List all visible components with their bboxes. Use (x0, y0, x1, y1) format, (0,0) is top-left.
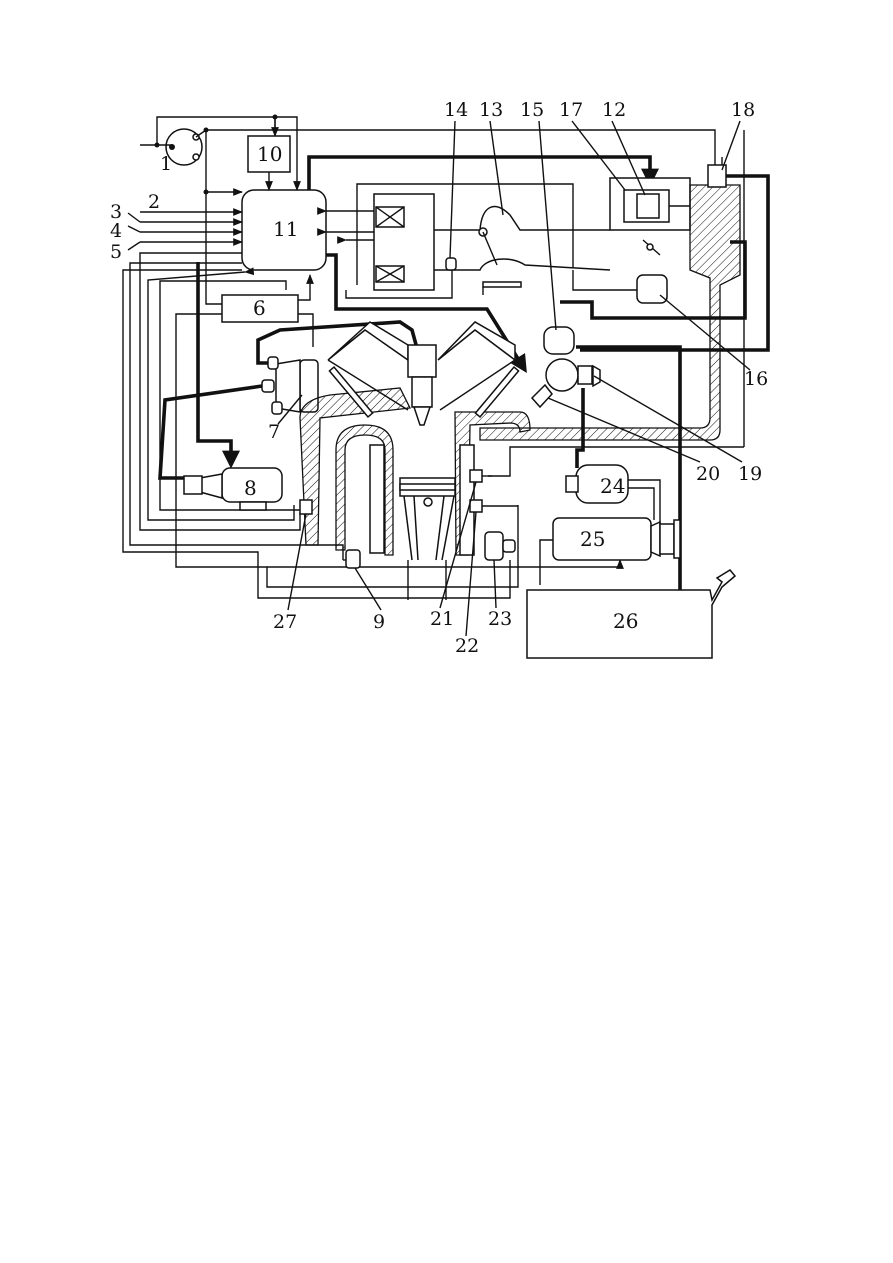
label-7: 7 (268, 421, 280, 443)
label-16: 16 (744, 368, 768, 390)
wiring-top (156, 114, 745, 477)
label-2: 2 (148, 191, 160, 213)
label-21: 21 (430, 608, 454, 630)
engine-block (299, 321, 531, 600)
block-6: 6 (221, 294, 299, 323)
label-3: 3 (110, 201, 122, 223)
label-4: 4 (110, 220, 122, 242)
label-17: 17 (559, 99, 583, 121)
label-1: 1 (160, 153, 172, 175)
throttle-assembly: 14 13 (317, 99, 637, 299)
fuel-pump-25: 25 (552, 517, 681, 561)
fuel-regulator: 20 19 (530, 120, 762, 590)
label-8: 8 (244, 476, 257, 500)
label-10: 10 (257, 142, 282, 166)
label-12: 12 (602, 99, 626, 121)
intake-collector: 15 17 12 (479, 99, 741, 441)
label-20: 20 (696, 463, 720, 485)
ignition-coil-8: 8 (183, 467, 283, 511)
fuel-tank-26: 26 (526, 569, 737, 659)
block-10: 10 (247, 135, 291, 173)
label-18: 18 (731, 99, 755, 121)
engine-sensors: 27 9 21 23 22 (273, 469, 518, 657)
ecu-output-lines (196, 155, 659, 469)
label-26: 26 (613, 609, 638, 633)
label-24: 24 (600, 474, 625, 498)
label-23: 23 (488, 608, 512, 630)
label-19: 19 (738, 463, 762, 485)
label-13: 13 (479, 99, 503, 121)
ecu-input-lines: 2 3 4 5 (110, 191, 243, 263)
sensor-18: 18 (580, 99, 770, 352)
ignition-switch: 1 (140, 128, 203, 175)
fuel-filter-24: 24 (565, 464, 661, 526)
label-14: 14 (444, 99, 468, 121)
ecu-block: 11 (241, 189, 327, 271)
idle-valve-16: 16 (560, 240, 768, 390)
label-25: 25 (580, 527, 605, 551)
label-5: 5 (110, 241, 122, 263)
label-27: 27 (273, 611, 297, 633)
label-9: 9 (373, 611, 385, 633)
label-11: 11 (273, 217, 298, 241)
label-6: 6 (253, 296, 266, 320)
label-15: 15 (520, 99, 544, 121)
label-22: 22 (455, 635, 479, 657)
